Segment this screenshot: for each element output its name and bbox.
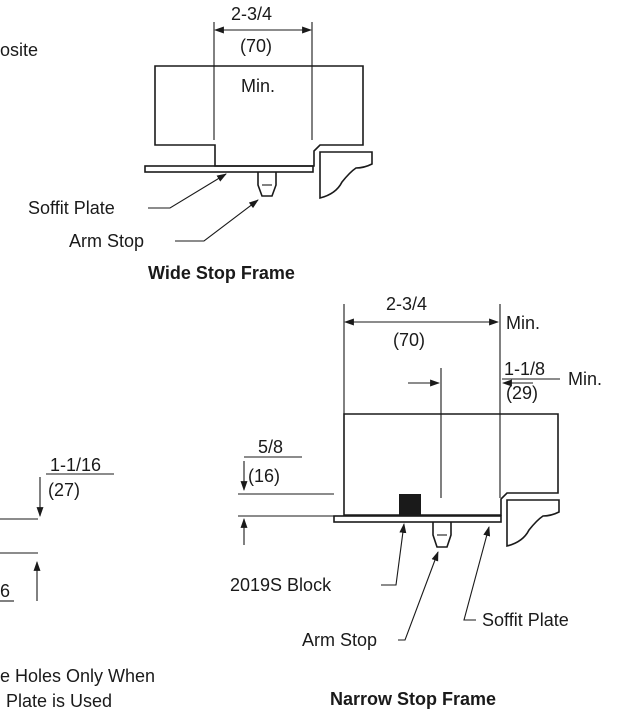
narrow-2019s-block: [399, 494, 421, 516]
narrow-dim-right-qualifier: Min.: [568, 369, 602, 389]
wide-armstop-leader: [175, 199, 259, 242]
partial-dim-fragment: 6: [0, 581, 10, 601]
narrow-dim-left-fraction: 5/8: [258, 437, 283, 457]
partial-note-line2: Plate is Used: [6, 691, 112, 711]
narrow-block-label: 2019S Block: [230, 575, 332, 595]
narrow-armstop-label: Arm Stop: [302, 630, 377, 650]
narrow-dim-left-metric: (16): [248, 466, 280, 486]
wide-soffit-plate: [144, 165, 314, 173]
wide-stop-frame-title: Wide Stop Frame: [148, 263, 295, 283]
narrow-soffit-label: Soffit Plate: [482, 610, 569, 630]
narrow-dim-right-metric: (29): [506, 383, 538, 403]
narrow-dim-top-qualifier: Min.: [506, 313, 540, 333]
narrow-soffit-leader: [463, 526, 491, 621]
narrow-arm-stop: [432, 522, 452, 548]
wide-soffit-label: Soffit Plate: [28, 198, 115, 218]
narrow-stop-frame-detail: 2-3/4 (70) Min. 1-1/8 (29) Min. 5/8 (16): [230, 294, 602, 709]
wide-armstop-label: Arm Stop: [69, 231, 144, 251]
wide-frame-header: [154, 65, 364, 167]
partial-note-line1: e Holes Only When: [0, 666, 155, 686]
left-partial-detail: osite 1-1/16 (27) 6 e Holes Only When Pl…: [0, 40, 155, 711]
wide-dim-qualifier: Min.: [241, 76, 275, 96]
narrow-block-leader: [381, 523, 407, 586]
narrow-soffit-plate: [333, 515, 502, 523]
narrow-frame-header: [343, 413, 559, 516]
wide-dim-fraction: 2-3/4: [231, 4, 272, 24]
dim-1-1-16-fraction: 1-1/16: [50, 455, 101, 475]
narrow-stop-frame-title: Narrow Stop Frame: [330, 689, 496, 709]
narrow-stop-profile: [506, 499, 560, 548]
narrow-dim-right-fraction: 1-1/8: [504, 359, 545, 379]
wide-stop-frame-detail: 2-3/4 (70) Min. Soffit Plate Arm Stop Wi…: [28, 4, 373, 283]
wide-dim-metric: (70): [240, 36, 272, 56]
partial-text-top: osite: [0, 40, 38, 60]
dim-1-1-16-metric: (27): [48, 480, 80, 500]
wide-stop-profile: [319, 151, 373, 200]
narrow-dim-top-metric: (70): [393, 330, 425, 350]
wide-soffit-leader: [148, 173, 227, 209]
wide-arm-stop: [257, 172, 277, 197]
narrow-dim-top-fraction: 2-3/4: [386, 294, 427, 314]
narrow-armstop-leader: [398, 551, 439, 641]
